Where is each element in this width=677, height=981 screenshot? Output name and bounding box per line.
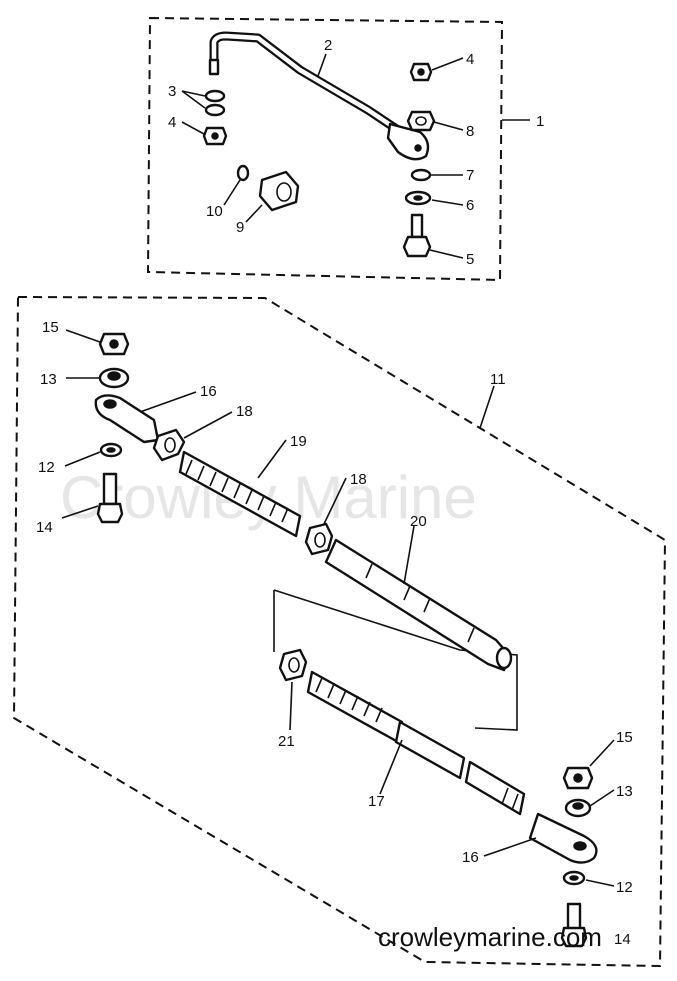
callout-18-upper: 18 (236, 403, 253, 420)
part-18-nut-lower (304, 522, 334, 556)
callout-15-lower: 15 (616, 729, 633, 746)
callout-16-lower: 16 (462, 849, 479, 866)
part-4-nut-left (202, 126, 228, 146)
callout-15-upper: 15 (42, 319, 59, 336)
leaders-group-1 (181, 53, 530, 259)
callout-4-right: 4 (466, 51, 474, 68)
callout-13-upper: 13 (40, 371, 57, 388)
callout-labels: 2 3 4 4 8 7 6 5 1 9 10 15 13 16 18 12 14… (36, 37, 633, 948)
callout-7: 7 (466, 167, 474, 184)
part-21-nut (278, 648, 308, 682)
callout-3: 3 (168, 83, 176, 100)
footer-url: crowleymarine.com (378, 922, 602, 952)
part-6-washer (404, 190, 432, 206)
callout-10: 10 (206, 203, 223, 220)
part-8-nut (406, 110, 436, 132)
part-19-threaded-rod (178, 450, 302, 538)
part-13-bushing-upper (98, 367, 130, 389)
callout-12-upper: 12 (38, 459, 55, 476)
callout-2: 2 (324, 37, 332, 54)
part-7-washer (410, 168, 432, 182)
part-4-nut-right (409, 62, 433, 82)
part-20-adjuster-tube (324, 538, 513, 672)
part-12-washer-upper (99, 442, 123, 458)
callout-21: 21 (278, 733, 295, 750)
inset-bracket-right (273, 589, 518, 731)
part-3-washers (204, 89, 226, 117)
part-13-bushing-lower (564, 798, 592, 818)
leaders-group-11 (61, 329, 615, 887)
part-15-nut-upper (98, 332, 130, 356)
callout-1: 1 (536, 113, 544, 130)
callout-17: 17 (368, 793, 385, 810)
part-15-nut-lower (562, 766, 594, 790)
callout-12-lower: 12 (616, 879, 633, 896)
callout-16-upper: 16 (200, 383, 217, 400)
callout-5: 5 (466, 251, 474, 268)
part-10-o-ring (236, 164, 250, 182)
part-14-bolt-lower (560, 902, 588, 948)
group-11-box (12, 295, 667, 968)
part-9-bushing (258, 170, 300, 212)
callout-8: 8 (466, 123, 474, 140)
callout-4-left: 4 (168, 114, 176, 131)
part-16-ball-joint-upper (94, 394, 160, 444)
part-14-bolt-upper (96, 472, 124, 524)
part-5-bolt (402, 213, 432, 258)
callout-6: 6 (466, 197, 474, 214)
part-17-rod (306, 670, 526, 816)
part-2-drag-link (208, 31, 430, 161)
part-12-washer-lower (562, 870, 586, 886)
callout-18-lower: 18 (350, 471, 367, 488)
callout-13-lower: 13 (616, 783, 633, 800)
callout-14-upper: 14 (36, 519, 53, 536)
callout-20: 20 (410, 513, 427, 530)
callout-9: 9 (236, 219, 244, 236)
callout-14-lower: 14 (614, 931, 631, 948)
callout-11: 11 (490, 371, 506, 388)
part-18-nut-upper (152, 428, 186, 462)
callout-19: 19 (290, 433, 307, 450)
part-16-ball-joint-lower (528, 812, 598, 864)
